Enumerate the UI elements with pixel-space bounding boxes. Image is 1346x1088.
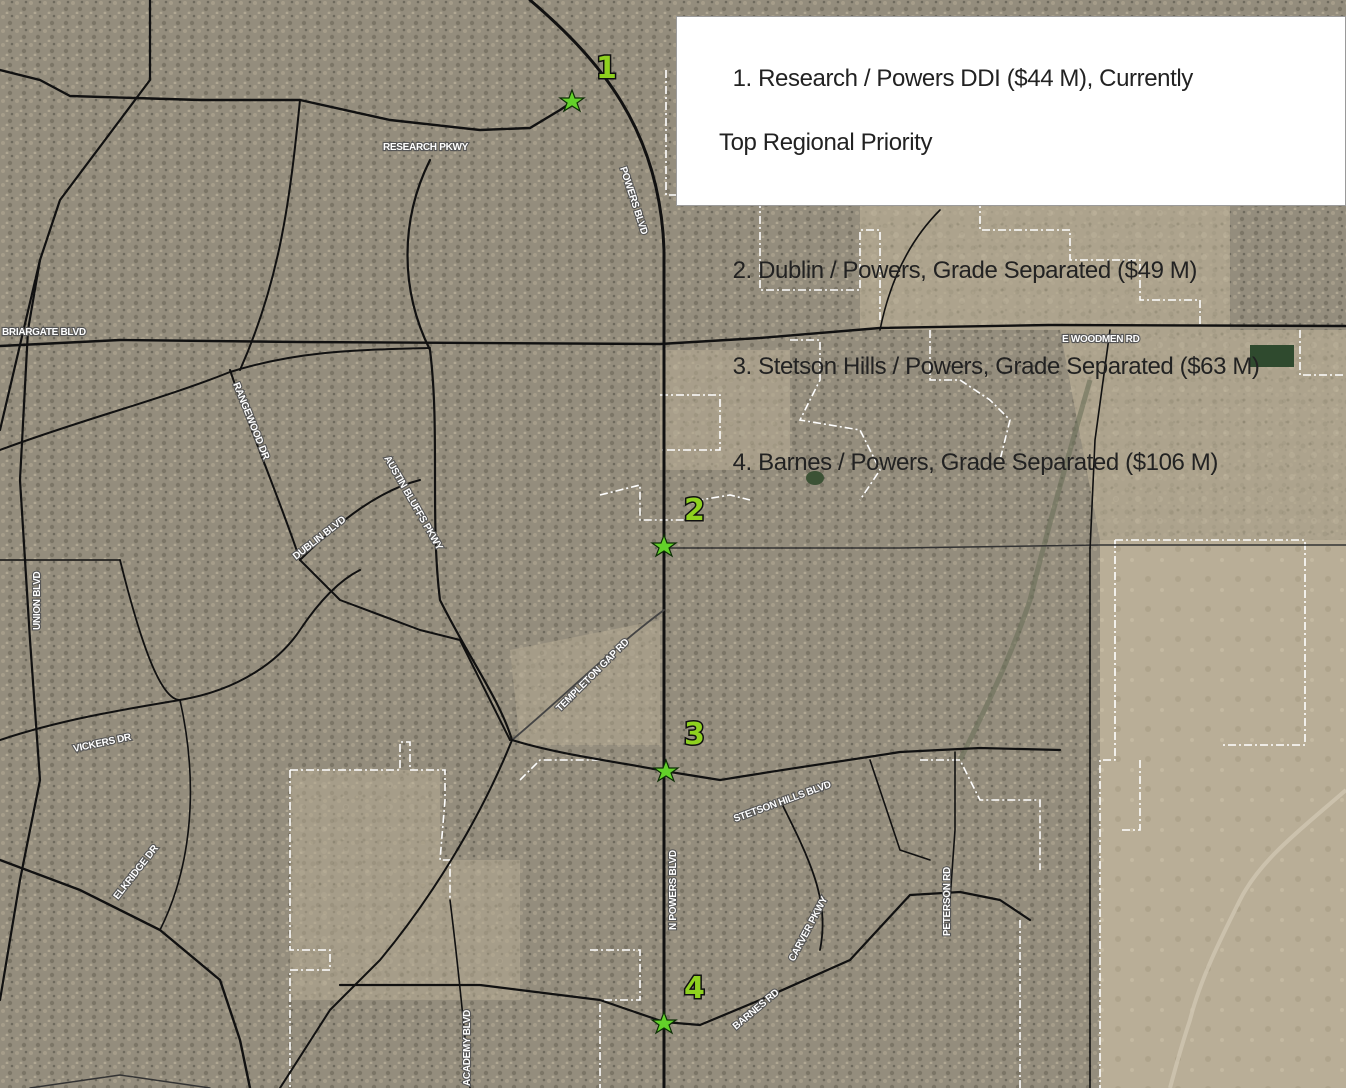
star-icon	[652, 758, 680, 783]
road-label-briargate: BRIARGATE BLVD	[2, 327, 86, 338]
open-land-central	[660, 350, 790, 470]
legend-item-3: 3. Stetson Hills / Powers, Grade Separat…	[695, 319, 1345, 415]
star-icon	[650, 1010, 678, 1035]
pond-small	[806, 471, 824, 485]
road-label-research: RESEARCH PKWY	[383, 142, 469, 153]
legend-item-text: 2. Dublin / Powers, Grade Separated ($49…	[732, 257, 1198, 284]
pond	[1250, 345, 1294, 367]
marker-2[interactable]: 2	[650, 492, 706, 558]
legend-item-text: 1. Research / Powers DDI ($44 M), Curren…	[732, 65, 1194, 92]
legend-item-4: 4. Barnes / Powers, Grade Separated ($10…	[695, 415, 1345, 511]
open-land-east	[1100, 540, 1346, 1088]
road-label-peterson: PETERSON RD	[942, 867, 953, 936]
star-icon	[650, 533, 678, 558]
marker-number: 2	[684, 493, 705, 528]
legend-box: 1. Research / Powers DDI ($44 M), Curren…	[676, 16, 1346, 476]
road-label-woodmen: E WOODMEN RD	[1062, 334, 1140, 345]
legend-item-1: 1. Research / Powers DDI ($44 M), Curren…	[695, 31, 1345, 223]
road-label-academy: ACADEMY BLVD	[462, 1010, 473, 1086]
marker-number: 1	[596, 51, 617, 86]
marker-3[interactable]: 3	[652, 716, 706, 783]
marker-number: 3	[684, 717, 705, 752]
creek	[1168, 788, 1346, 1088]
legend-item-continuation: Top Regional Priority	[719, 129, 933, 156]
open-land-southwest	[290, 770, 520, 1000]
legend-item-text: 4. Barnes / Powers, Grade Separated ($10…	[732, 449, 1219, 476]
marker-1[interactable]: 1	[558, 50, 618, 113]
drainage	[957, 379, 1093, 762]
legend-item-text: 3. Stetson Hills / Powers, Grade Separat…	[732, 353, 1260, 380]
road-label-union: UNION BLVD	[32, 571, 43, 630]
marker-number: 4	[684, 971, 705, 1006]
city-boundary	[289, 70, 1346, 1088]
legend-item-2: 2. Dublin / Powers, Grade Separated ($49…	[695, 223, 1345, 319]
star-icon	[558, 88, 586, 113]
road-label-powers-south: N POWERS BLVD	[668, 850, 679, 930]
interchange-markers: 1 2 3 4	[558, 50, 706, 1035]
marker-4[interactable]: 4	[650, 970, 706, 1035]
open-land-templeton	[510, 620, 660, 745]
